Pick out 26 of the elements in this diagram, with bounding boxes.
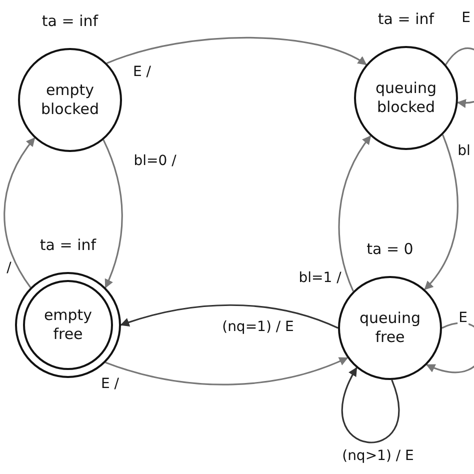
edge-label: E [458, 310, 468, 326]
state-name: queuing free [358, 309, 422, 347]
edge-label: E / [132, 64, 152, 80]
transition-arrow [102, 140, 123, 288]
time-advance-label: ta = 0 [366, 240, 414, 258]
edge-label: / [6, 260, 12, 276]
edge-label: (nq=1) / E [221, 319, 295, 335]
state-name: empty blocked [40, 81, 100, 119]
transition-arrow [120, 304, 338, 329]
edge-label: bl=0 / [132, 153, 178, 169]
transition-arrow [106, 36, 367, 66]
edge-label: bl=1 / [298, 270, 342, 286]
edge-label: (nq>1) / E [341, 448, 415, 464]
state-name: empty free [42, 306, 94, 344]
transition-arrow [426, 322, 474, 374]
transition-arrow [338, 135, 372, 292]
time-advance-label: ta = inf [378, 10, 434, 28]
state-name: queuing blocked [374, 79, 438, 117]
transition-arrow [341, 367, 400, 443]
transition-arrow [424, 134, 458, 290]
transition-arrow [445, 48, 474, 107]
time-advance-label: ta = inf [42, 12, 98, 30]
transition-arrow [4, 137, 36, 288]
transition-arrow [105, 356, 348, 386]
edge-label: E / [100, 376, 120, 392]
time-advance-label: ta = inf [40, 236, 96, 254]
